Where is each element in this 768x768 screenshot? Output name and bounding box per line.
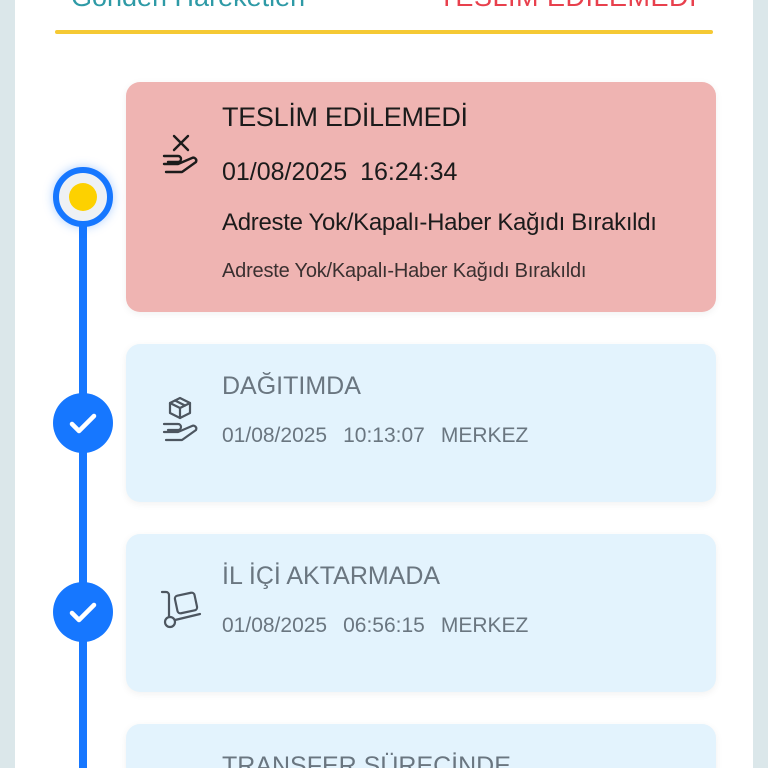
event-time: 10:13:07 <box>343 424 425 447</box>
timeline-line <box>79 196 87 768</box>
event-time: 06:56:15 <box>343 614 425 637</box>
event-location: MERKEZ <box>440 424 529 447</box>
event-time: 16:24:34 <box>360 158 458 186</box>
hand-package-icon <box>160 394 204 442</box>
event-meta: 01/08/2025 06:56:15 MERKEZ <box>222 612 704 640</box>
timeline-node-done <box>53 582 113 642</box>
header-status-badge: TESLİM EDİLEMEDİ <box>438 0 713 12</box>
hand-x-icon <box>160 130 204 178</box>
event-datetime: 01/08/2025 16:24:34 <box>222 156 704 188</box>
event-date: 01/08/2025 <box>222 424 328 447</box>
event-title: TESLİM EDİLEMEDİ <box>222 102 468 132</box>
hand-truck-icon <box>160 586 204 634</box>
current-status-dot <box>69 183 97 211</box>
header-underline-divider <box>55 30 713 34</box>
event-detail: Adreste Yok/Kapalı-Haber Kağıdı Bırakıld… <box>222 260 587 282</box>
timeline-card-transfer[interactable]: TRANSFER SÜRECİNDE <box>126 724 716 768</box>
timeline-card-distribution[interactable]: DAĞITIMDA 01/08/2025 10:13:07 MERKEZ <box>126 344 716 502</box>
check-icon <box>69 602 97 623</box>
event-meta: 01/08/2025 10:13:07 MERKEZ <box>222 422 704 450</box>
timeline-card-failed[interactable]: TESLİM EDİLEMEDİ 01/08/2025 16:24:34 Adr… <box>126 82 716 312</box>
timeline-node-current <box>53 167 113 227</box>
timeline-card-in-city-transfer[interactable]: İL İÇİ AKTARMADA 01/08/2025 06:56:15 MER… <box>126 534 716 692</box>
event-reason: Adreste Yok/Kapalı-Haber Kağıdı Bırakıld… <box>222 209 657 236</box>
event-location: MERKEZ <box>440 614 529 637</box>
header-title: Gönderi Hareketleri <box>55 0 305 12</box>
event-date: 01/08/2025 <box>222 158 348 186</box>
tracking-header: Gönderi Hareketleri TESLİM EDİLEMEDİ <box>55 0 713 12</box>
event-date: 01/08/2025 <box>222 614 328 637</box>
event-title: DAĞITIMDA <box>222 372 361 400</box>
timeline-node-done <box>53 393 113 453</box>
event-title: İL İÇİ AKTARMADA <box>222 562 441 590</box>
event-title: TRANSFER SÜRECİNDE <box>222 752 511 768</box>
check-icon <box>69 413 97 434</box>
